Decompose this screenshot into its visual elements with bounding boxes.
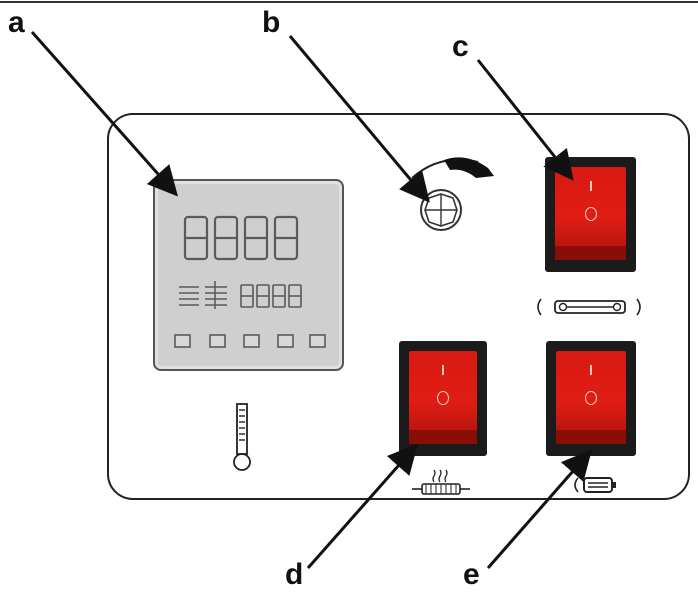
label-c: c xyxy=(452,30,469,63)
arrow-a xyxy=(30,31,178,197)
label-a: a xyxy=(8,6,25,39)
rocker-c-bottom xyxy=(555,246,626,260)
arrow-e xyxy=(486,449,592,569)
controller-button-3[interactable] xyxy=(243,334,260,348)
indicator-bars xyxy=(179,281,227,309)
rocker-e[interactable] xyxy=(556,351,626,444)
main-display xyxy=(183,215,299,261)
rocker-e-bottom xyxy=(556,430,626,444)
controller-display-svg xyxy=(174,215,326,348)
switch-e-on-mark xyxy=(590,365,592,375)
rocker-d[interactable] xyxy=(409,351,477,444)
switch-d-off-mark xyxy=(437,391,449,405)
switch-e-off-mark xyxy=(585,391,597,405)
arrow-d xyxy=(306,443,418,569)
label-e: e xyxy=(463,558,480,591)
label-b: b xyxy=(262,6,281,39)
thermometer-icon xyxy=(233,403,251,471)
label-d: d xyxy=(285,558,304,591)
switch-d-on-mark xyxy=(442,365,444,375)
top-border xyxy=(0,1,698,3)
switch-c-on-mark xyxy=(589,181,592,191)
controller-button-5[interactable] xyxy=(309,334,326,348)
rocker-d-bottom xyxy=(409,430,477,444)
controller-button-1[interactable] xyxy=(174,334,191,348)
controller-buttons[interactable] xyxy=(174,334,326,348)
rocker-switch-e[interactable] xyxy=(546,341,636,456)
rocker-switch-c[interactable] xyxy=(545,157,636,272)
sub-display xyxy=(240,284,302,308)
rotary-knob-icon[interactable] xyxy=(404,148,504,248)
arrow-c xyxy=(476,59,574,181)
controller-button-4[interactable] xyxy=(277,334,294,348)
switch-c-off-mark xyxy=(584,207,597,221)
rocker-c[interactable] xyxy=(555,167,626,260)
rocker-switch-d[interactable] xyxy=(399,341,487,456)
temperature-controller xyxy=(153,179,344,371)
arrow-b xyxy=(288,35,430,203)
heater-icon xyxy=(412,469,470,495)
fuse-icon xyxy=(537,298,641,316)
controller-button-2[interactable] xyxy=(209,334,226,348)
